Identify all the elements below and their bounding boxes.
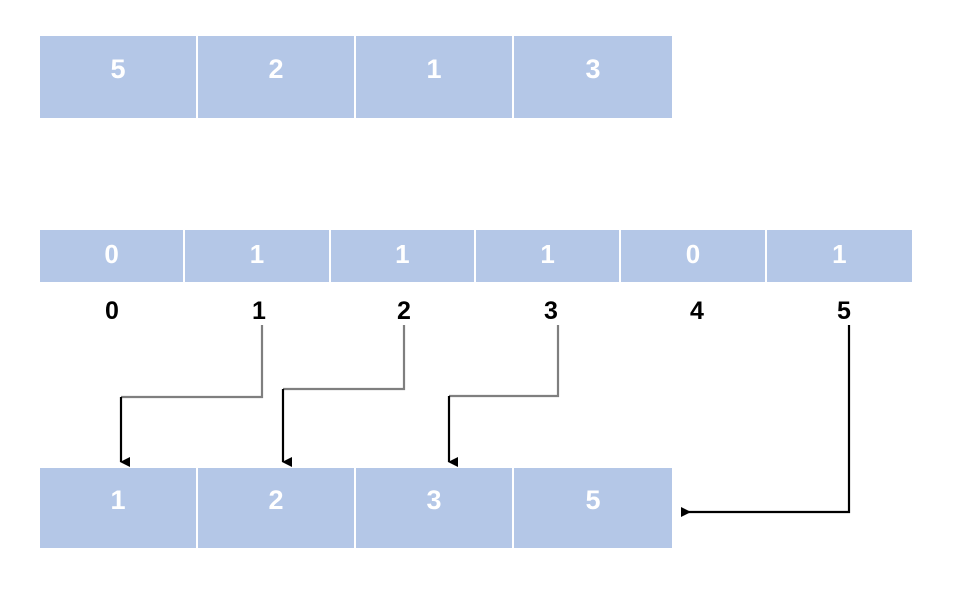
count-array-cell: 1: [475, 230, 622, 282]
count-array-cell: 1: [766, 230, 912, 282]
input-array-cell: 1: [356, 36, 514, 118]
count-array-cell: 0: [40, 230, 186, 282]
index-label-1: 1: [252, 297, 266, 325]
input-array-cell: 2: [198, 36, 356, 118]
connector-index-2-to-output-slot-1: [281, 325, 406, 467]
count-array-cell: 1: [330, 230, 476, 282]
index-label-3: 3: [544, 297, 558, 325]
output-array-cell: 1: [40, 468, 198, 548]
input-array-cell: 5: [40, 36, 198, 118]
index-label-4: 4: [690, 297, 704, 325]
index-label-2: 2: [397, 297, 411, 325]
output-array-cell: 2: [198, 468, 356, 548]
connector-index-3-to-output-slot-2: [447, 325, 560, 467]
connector-index-1-to-output-slot-0: [119, 325, 264, 467]
index-label-5: 5: [837, 297, 851, 325]
output-array-cell: 3: [356, 468, 514, 548]
output-array: 1 2 3 5: [40, 468, 672, 548]
count-array-cell: 1: [185, 230, 331, 282]
count-array-cell: 0: [621, 230, 767, 282]
count-array: 0 1 1 1 0 1: [40, 230, 912, 282]
index-label-0: 0: [105, 297, 119, 325]
output-array-cell: 5: [514, 468, 672, 548]
connector-index-5-to-output-right-edge: [681, 325, 851, 517]
input-array: 5 2 1 3: [40, 36, 672, 118]
input-array-cell: 3: [514, 36, 672, 118]
